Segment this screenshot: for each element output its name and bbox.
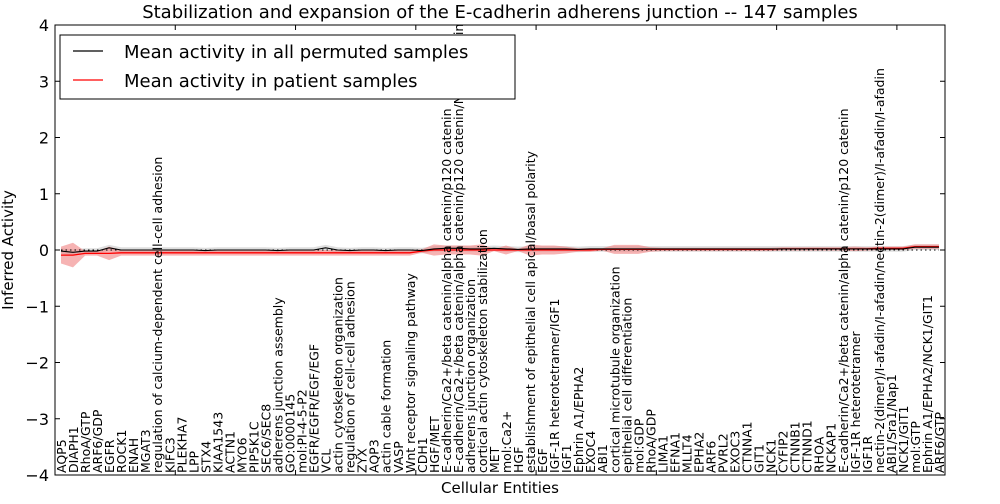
x-tick-label: PLEKHA7	[174, 416, 189, 473]
x-tick-label: ABI1/Sra1/Nap1	[884, 374, 899, 473]
x-tick-label: ABI1	[595, 444, 610, 473]
x-tick-label: AQP5	[54, 439, 69, 473]
x-tick-label: LPP	[186, 450, 201, 473]
x-tick-label: ARF6/GDP	[90, 409, 105, 473]
x-tick-label: establishment of epithelial cell apical/…	[523, 150, 538, 473]
x-tick-label: adherens junction organization	[463, 279, 478, 473]
x-tick-label: adherens junction assembly	[271, 297, 286, 473]
x-tick-label: regulation of calcium-dependent cell-cel…	[150, 157, 165, 473]
x-tick-label: CTNNA1	[740, 421, 755, 473]
y-tick-label: −1	[25, 297, 49, 316]
x-tick-label: IGF-1R heterotetramer/IGF1	[547, 299, 562, 473]
x-tick-label: IGF1R	[860, 435, 875, 473]
x-tick-label: LIMA1	[655, 435, 670, 473]
x-tick-label: ZYX	[355, 448, 370, 473]
y-axis-label: Inferred Activity	[0, 190, 17, 310]
x-tick-labels: AQP5DIAPH1RhoA/GTPARF6/GDPEGFRROCK1ENAHM…	[54, 24, 947, 473]
x-tick-label: MLLT4	[679, 434, 694, 473]
x-tick-label: E-cadherin/Ca2+/beta catenin/alpha caten…	[439, 108, 454, 473]
legend-box	[59, 34, 516, 100]
x-axis-label: Cellular Entities	[441, 479, 559, 497]
x-tick-label: Ephrin A1/EPHA2/NCK1/GIT1	[920, 295, 935, 473]
x-tick-label: CTNND1	[800, 420, 815, 473]
y-tick-label: 3	[39, 72, 49, 91]
x-tick-label: PVRL2	[716, 433, 731, 473]
x-tick-label: mol:Ca2+	[499, 411, 514, 473]
x-tick-label: nectin-2(dimer)/I-afadin/I-afadin/nectin…	[872, 68, 887, 473]
legend-label-permuted: Mean activity in all permuted samples	[124, 42, 468, 63]
x-tick-label: SEC6/SEC8	[259, 404, 274, 473]
x-tick-label: MET	[487, 446, 502, 473]
x-tick-label: IGF-1R heterotetramer	[848, 330, 863, 473]
x-tick-label: mol:GTP	[908, 421, 923, 473]
x-tick-label: HGF	[511, 447, 526, 473]
x-tick-label: EPHA2	[691, 432, 706, 473]
x-tick-label: EGFR/EGFR/EGF/EGF	[307, 344, 322, 473]
x-tick-label: KIFC3	[162, 437, 177, 473]
x-tick-label: EGFR	[102, 439, 117, 473]
y-tick-label: 1	[39, 185, 49, 204]
x-tick-label: ARF6/GTP	[932, 412, 947, 473]
legend: Mean activity in all permuted samples Me…	[59, 34, 516, 100]
x-tick-label: EFNA1	[667, 432, 682, 473]
x-tick-label: E-cadherin/Ca2+/beta catenin/alpha caten…	[836, 108, 851, 473]
x-tick-label: actin cable formation	[379, 340, 394, 473]
x-tick-label: Ephrin A1/EPHA2	[571, 367, 586, 473]
x-tick-label: ENAH	[126, 438, 141, 473]
y-tick-label: −3	[25, 410, 49, 429]
x-tick-label: cortical actin cytoskeleton stabilizatio…	[475, 229, 490, 473]
y-tick-label: 2	[39, 129, 49, 148]
x-tick-label: NCK1	[764, 439, 779, 473]
x-tick-label: RHOA	[812, 436, 827, 473]
x-tick-label: MYO6	[234, 437, 249, 473]
x-tick-label: EXOC4	[583, 431, 598, 473]
x-tick-label: CYFIP2	[776, 430, 791, 473]
x-tick-label: VASP	[391, 441, 406, 473]
x-tick-label: Wnt receptor signaling pathway	[403, 273, 418, 473]
bands	[61, 242, 939, 268]
x-tick-label: CTNNB1	[788, 421, 803, 473]
x-tick-label: cortical microtubule organization	[607, 266, 622, 473]
x-tick-label: ROCK1	[114, 430, 129, 473]
x-tick-label: NCKAP1	[824, 423, 839, 473]
y-tick-label: 4	[39, 16, 49, 35]
x-tick-label: STX4	[198, 441, 213, 473]
y-tick-label: 0	[39, 241, 49, 260]
x-tick-label: ARF6	[704, 441, 719, 473]
chart-title: Stabilization and expansion of the E-cad…	[142, 2, 858, 23]
x-tick-label: GIT1	[752, 444, 767, 473]
x-tick-label: RhoA/GTP	[78, 411, 93, 473]
x-tick-label: DIAPH1	[66, 426, 81, 473]
x-tick-label: mol:GDP	[631, 418, 646, 473]
x-tick-label: NCK1/GIT1	[896, 406, 911, 473]
y-tick-label: −4	[25, 466, 49, 485]
y-ticks: −4 −3 −2 −1 0 1 2 3 4	[25, 16, 945, 485]
y-tick-label: −2	[25, 354, 49, 373]
x-tick-label: KIAA1543	[210, 412, 225, 473]
x-tick-label: IGF1	[559, 444, 574, 473]
x-tick-label: AQP3	[367, 439, 382, 473]
x-tick-label: ACTN1	[222, 431, 237, 473]
x-tick-label: regulation of cell-cell adhesion	[343, 281, 358, 473]
x-tick-label: PIP5K1C	[246, 421, 261, 473]
x-tick-label: mol:PI-4-5-P2	[295, 389, 310, 473]
permuted-mean-line	[60, 246, 939, 253]
x-tick-label: GO:0000145	[283, 394, 298, 473]
x-tick-label: HGF/MET	[427, 416, 442, 473]
x-tick-label: CDH1	[415, 437, 430, 473]
lines	[60, 245, 939, 256]
legend-label-patient: Mean activity in patient samples	[124, 71, 418, 92]
x-tick-label: EGF	[535, 448, 550, 473]
x-tick-label: RhoA/GDP	[643, 409, 658, 473]
x-tick-label: actin cytoskeleton organization	[331, 277, 346, 473]
x-tick-label: E-cadherin/Ca2+/beta catenin/alpha caten…	[451, 24, 466, 473]
x-tick-label: VCL	[319, 449, 334, 473]
x-tick-label: MGAT3	[138, 429, 153, 473]
x-tick-label: EXOC3	[728, 431, 743, 473]
x-tick-label: epithelial cell differentiation	[619, 298, 634, 473]
